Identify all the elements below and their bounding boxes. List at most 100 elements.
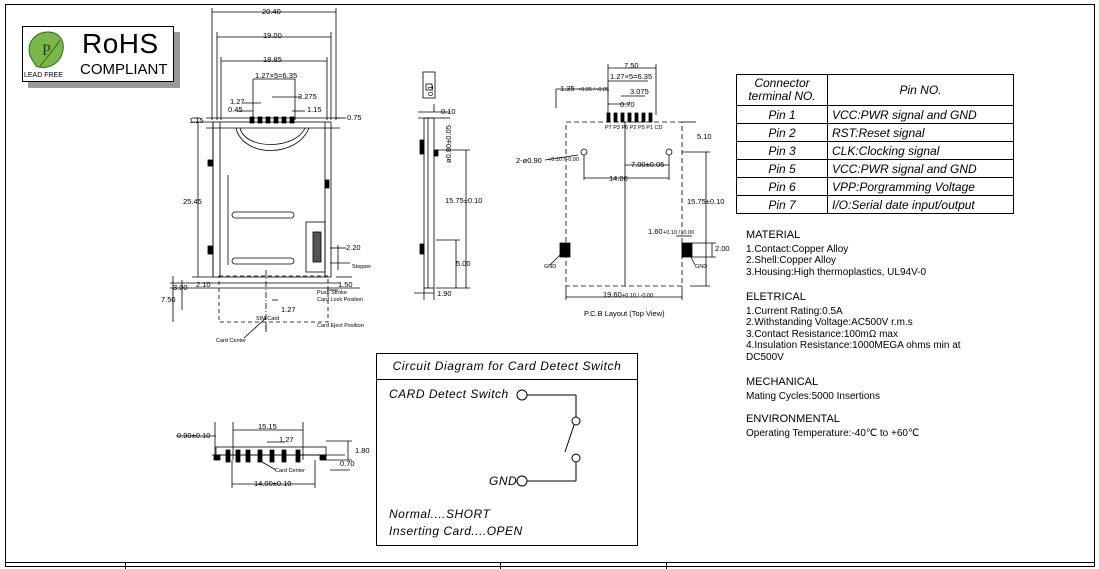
pcb-tol-holes: +0.10 / -0.00 [548, 157, 579, 163]
dim-25-45: 25.45 [183, 197, 202, 206]
pcb-dim-2-00: 2.00 [715, 244, 730, 253]
gnd-label: GND [489, 474, 518, 488]
pin-table: Connector terminal NO. Pin NO. Pin 1 VCC… [736, 74, 1014, 214]
title-block-divider [500, 562, 501, 569]
material-heading: MATERIAL [746, 229, 801, 241]
material-line: 1.Contact:Copper Alloy [746, 243, 849, 255]
side-dim-0-10: 0.10 [441, 107, 456, 116]
environmental-section: ENVIRONMENTAL Operating Temperature:-40℃… [746, 413, 920, 439]
card-lock-label: Card Lock Position [317, 297, 363, 303]
card-eject-label: Card Eject Position [317, 323, 364, 329]
electrical-section: ELETRICAL 1.Current Rating:0.5A 2.Withst… [746, 291, 961, 363]
electrical-line: 2.Withstanding Voltage:AC500V r.m.s [746, 317, 913, 328]
bottom-view [176, 422, 352, 488]
rohs-subtitle: COMPLIANT [80, 61, 168, 78]
pcb-dim-1-35: 1.35 [560, 84, 575, 93]
dim-1-27: 1.27 [230, 97, 245, 106]
logo-letter: P [42, 42, 51, 59]
dim-3-275: 3.275 [298, 92, 317, 101]
mechanical-section: MECHANICAL Mating Cycles:5000 Insertions [746, 376, 880, 402]
environmental-heading: ENVIRONMENTAL [746, 413, 840, 425]
pcb-dim-0-70: 0.70 [620, 100, 635, 109]
mechanical-line: Mating Cycles:5000 Insertions [746, 390, 880, 402]
pin-description: VCC:PWR signal and GND [827, 159, 1014, 178]
leaf-logo-icon: P [28, 31, 64, 68]
card-center-label: Card Center [216, 338, 246, 344]
bottom-dim-0-90: 0.90±0.10 [177, 431, 210, 440]
material-section: MATERIAL 1.Contact:Copper Alloy 2.Shell:… [746, 229, 927, 278]
rohs-badge: P RoHS COMPLIANT LEAD FREE [22, 26, 180, 88]
pin-terminal: Pin 7 [736, 195, 828, 214]
side-dim-5-00: 5.00 [456, 259, 471, 268]
material-line: 2.Shell:Copper Alloy [746, 255, 837, 266]
dim-3-00: 3.00 [173, 283, 188, 292]
table-row: Pin 1 VCC:PWR signal and GND [736, 105, 1014, 124]
side-dim-15-75: 15.75±0.10 [445, 196, 482, 205]
pcb-gnd-right: GND [695, 264, 707, 270]
electrical-heading: ELETRICAL [746, 291, 806, 303]
side-dim-0-80: ø0.80±0.05 [444, 125, 453, 163]
table-row: Pin 3 CLK:Clocking signal [736, 141, 1014, 160]
drawing-frame [5, 4, 1095, 567]
pcb-dim-holes: 2-ø0.90 [516, 156, 542, 165]
dim-0-75: 0.75 [347, 113, 362, 122]
pin-terminal: Pin 5 [736, 159, 828, 178]
pcb-dim-7-50: 7.50 [624, 61, 639, 70]
title-block-line [5, 562, 1095, 563]
pcb-layout [544, 64, 716, 300]
pin-description: VPP:Porgramming Voltage [827, 177, 1014, 196]
dim-18-85: 18.85 [263, 55, 282, 64]
table-row: Pin 6 VPP:Porgramming Voltage [736, 177, 1014, 196]
stopper-label: Stopper [352, 264, 371, 270]
dim-2-20: 2.20 [346, 243, 361, 252]
environmental-line: Operating Temperature:-40℃ to +60℃ [746, 427, 920, 439]
circuit-drawing [516, 389, 581, 487]
pin-table-header: Connector terminal NO. Pin NO. [736, 74, 1014, 106]
pcb-gnd-left: GND [544, 264, 556, 270]
sim-card-label: SIM Card [256, 316, 279, 322]
title-block-divider [666, 562, 667, 569]
dim-1-15: 1.15 [307, 105, 322, 114]
table-row: Pin 2 RST:Reset signal [736, 123, 1014, 142]
dim-1-27-card: 1.27 [281, 305, 296, 314]
switch-label: CARD Detect Switch [389, 387, 509, 401]
pcb-tol-1-60: +0.10 / -0.00 [663, 230, 694, 236]
pcb-dim-1-60: 1.60 [648, 227, 663, 236]
pcb-dim-5-10: 5.10 [697, 132, 712, 141]
table-row: Pin 5 VCC:PWR signal and GND [736, 159, 1014, 178]
dim-1-50: 1.50 [338, 280, 353, 289]
mechanical-heading: MECHANICAL [746, 376, 819, 388]
dim-19-00: 19.00 [263, 31, 282, 40]
inserting-state: Inserting Card....OPEN [389, 524, 523, 538]
pin-description: VCC:PWR signal and GND [827, 105, 1014, 124]
side-dim-0-1: 0.1 [426, 86, 435, 96]
top-view [170, 8, 360, 339]
pcb-dim-14-00: 14.00 [609, 174, 628, 183]
dim-7-50: 7.50 [161, 295, 176, 304]
pcb-dim-19-60: 19.60 [603, 290, 622, 299]
pin-terminal: Pin 6 [736, 177, 828, 196]
pin-terminal: Pin 2 [736, 123, 828, 142]
title-block-divider [125, 562, 126, 569]
pin-description: RST:Reset signal [827, 123, 1014, 142]
electrical-line: 4.Insulation Resistance:1000MEGA ohms mi… [746, 340, 961, 351]
pin-description: CLK:Clocking signal [827, 141, 1014, 160]
dim-2-10: 2.10 [196, 280, 211, 289]
pin-terminal: Pin 3 [736, 141, 828, 160]
bottom-dim-1-80: 1.80 [355, 446, 370, 455]
circuit-diagram-box: Circuit Diagram for Card Detect Switch C… [376, 353, 638, 546]
circuit-title: Circuit Diagram for Card Detect Switch [377, 354, 637, 380]
material-line: 3.Housing:High thermoplastics, UL94V-0 [746, 266, 927, 278]
pcb-tol-1-35: +0.05 / -0.05 [578, 87, 609, 93]
lead-free-label: LEAD FREE [24, 72, 63, 79]
pcb-dim-7-00: 7.00±0.05 [631, 160, 664, 169]
table-row: Pin 7 I/O:Serial date input/output [736, 195, 1014, 214]
bottom-dim-14-00: 14.00±0.10 [254, 479, 291, 488]
electrical-line: 3.Contact Resistance:100mΩ max [746, 328, 898, 340]
pcb-dim-pitch: 1.27×5=6.35 [610, 72, 652, 81]
header-terminal: Connector terminal NO. [736, 74, 828, 106]
pin-description: I/O:Serial date input/output [827, 195, 1014, 214]
electrical-line: DC500V [746, 351, 784, 363]
